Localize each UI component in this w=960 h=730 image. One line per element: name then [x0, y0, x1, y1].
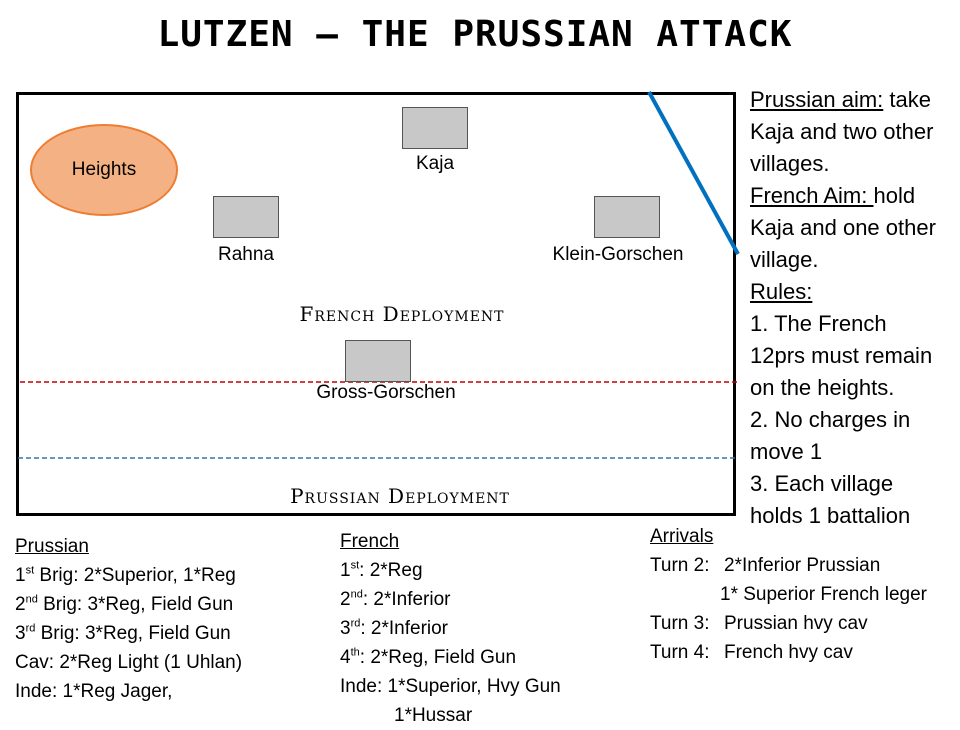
prussian-aim-l2: Kaja and two other	[750, 119, 934, 144]
arrival-turn-2-b: 1* Superior French leger	[720, 584, 927, 605]
arrivals-list: Arrivals Turn 2:2*Inferior Prussian 1* S…	[650, 522, 927, 667]
prussian-cavalry: Cav: 2*Reg Light (1 Uhlan)	[15, 652, 243, 673]
page-title: LUTZEN – THE PRUSSIAN ATTACK	[157, 14, 793, 55]
village-gross-gorschen	[345, 340, 411, 382]
prussian-aim-l3: villages.	[750, 151, 830, 176]
arrival-turn-2: Turn 2:2*Inferior Prussian	[650, 555, 881, 576]
french-corps-2: 2nd: 2*Inferior	[340, 588, 451, 610]
prussian-brigade-2: 2nd Brig: 3*Reg, Field Gun	[15, 593, 234, 615]
prussian-order-of-battle: Prussian 1st Brig: 2*Superior, 1*Reg 2nd…	[15, 532, 242, 706]
heights-label: Heights	[71, 159, 137, 180]
prussian-aim-l1: take	[883, 87, 931, 112]
french-independent: Inde: 1*Superior, Hvy Gun	[340, 676, 561, 697]
french-aim-heading: French Aim:	[750, 183, 874, 208]
aims-and-rules: Prussian aim: take Kaja and two other vi…	[750, 84, 960, 532]
french-aim-l3: village.	[750, 247, 819, 272]
prussian-brigade-3: 3rd Brig: 3*Reg, Field Gun	[15, 622, 231, 644]
french-corps-1: 1st: 2*Reg	[340, 559, 423, 581]
village-klein-gorschen	[594, 196, 660, 238]
rule-line: 3. Each village	[750, 471, 894, 496]
french-aim-l2: Kaja and one other	[750, 215, 936, 240]
french-order-of-battle: French 1st: 2*Reg 2nd: 2*Inferior 3rd: 2…	[340, 527, 561, 730]
french-aim-l1: hold	[873, 183, 916, 208]
arrival-turn-4: Turn 4:French hvy cav	[650, 642, 853, 663]
rule-line: 1. The French	[750, 311, 887, 336]
french-deployment-label: French Deployment	[299, 302, 505, 326]
heights-area: Heights	[30, 124, 178, 216]
village-klein-gorschen-label: Klein-Gorschen	[552, 244, 684, 265]
village-kaja-label: Kaja	[415, 153, 455, 174]
village-rahna-label: Rahna	[218, 244, 274, 265]
battlefield-map	[16, 92, 736, 516]
rule-line: 2. No charges in	[750, 407, 911, 432]
prussian-independent: Inde: 1*Reg Jager,	[15, 681, 173, 702]
french-independent-2: 1*Hussar	[394, 705, 473, 726]
french-heading: French	[340, 531, 400, 552]
rule-line: 12prs must remain	[750, 343, 933, 368]
prussian-brigade-1: 1st Brig: 2*Superior, 1*Reg	[15, 564, 236, 586]
french-corps-3: 3rd: 2*Inferior	[340, 617, 449, 639]
rule-line: holds 1 battalion	[750, 503, 911, 528]
arrivals-heading: Arrivals	[650, 526, 714, 547]
rule-line: move 1	[750, 439, 823, 464]
prussian-deployment-label: Prussian Deployment	[290, 484, 510, 508]
village-rahna	[213, 196, 279, 238]
prussian-aim-heading: Prussian aim:	[750, 87, 884, 112]
rules-heading: Rules:	[750, 279, 813, 304]
prussian-heading: Prussian	[15, 536, 89, 557]
french-corps-4: 4th: 2*Reg, Field Gun	[340, 646, 517, 668]
village-gross-gorschen-label: Gross-Gorschen	[316, 382, 456, 403]
arrival-turn-3: Turn 3:Prussian hvy cav	[650, 613, 868, 634]
rule-line: on the heights.	[750, 375, 895, 400]
village-kaja	[402, 107, 468, 149]
